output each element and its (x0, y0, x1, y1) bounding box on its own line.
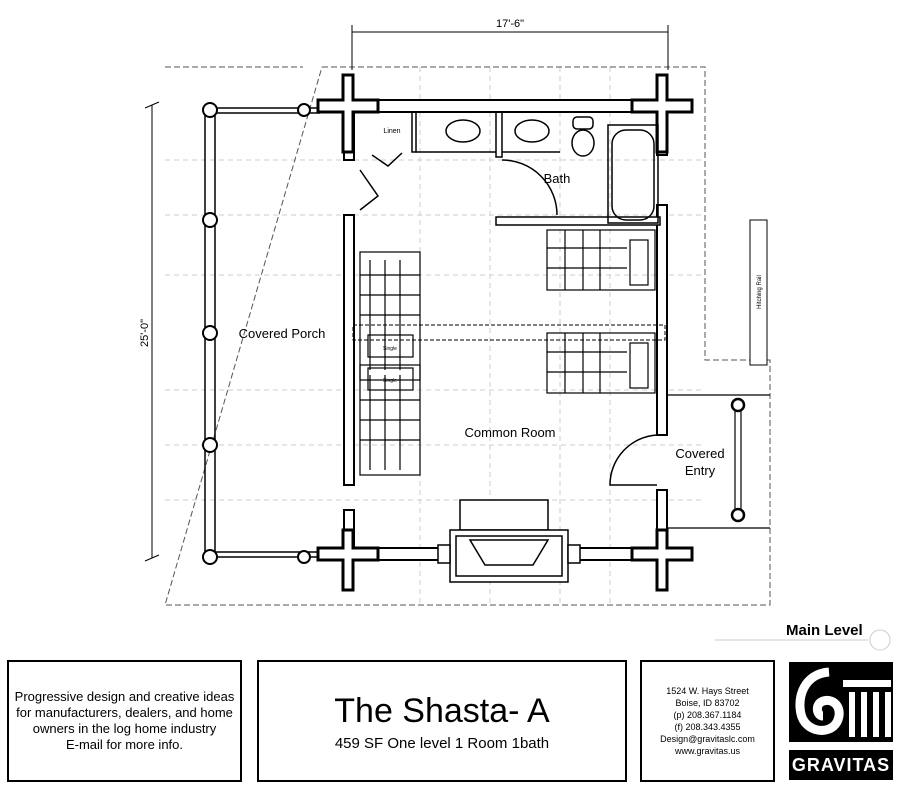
level-marker (869, 629, 891, 651)
contact-panel: 1524 W. Hays Street Boise, ID 83702 (p) … (640, 660, 775, 782)
entry-post (730, 397, 746, 413)
entry-porch (667, 394, 770, 529)
hitching-rail-label: Hitching Rail (757, 275, 763, 309)
common-room-label: Common Room (464, 425, 555, 440)
fireplace (437, 499, 581, 583)
website-link[interactable]: www.gravitas.us (674, 746, 741, 756)
entry-post (730, 507, 746, 523)
log-walls (317, 99, 681, 561)
bath-fixtures (359, 111, 661, 226)
phone-line: (p) 208.367.1184 (673, 710, 742, 720)
promo-line: for manufacturers, dealers, and home (16, 705, 233, 720)
grid-lines (165, 67, 705, 605)
gravitas-logo: GRAVITAS (789, 662, 893, 780)
bed-label: Single (383, 346, 397, 352)
fax-line: (f) 208.343.4355 (674, 722, 741, 732)
porch-columns (202, 102, 311, 565)
width-dimension-label: 17'-6" (496, 18, 524, 30)
email-link[interactable]: Design@gravitaslc.com (660, 734, 755, 744)
promo-line: Progressive design and creative ideas (14, 689, 235, 704)
covered-entry-label: Entry (685, 463, 716, 478)
plan-subtitle: 459 SF One level 1 Room 1bath (334, 734, 550, 752)
bed-label: Single (383, 378, 397, 384)
promo-line: E-mail for more info. (65, 737, 184, 752)
promo-line: owners in the log home industry (32, 721, 217, 736)
hitching-rail (749, 219, 768, 366)
covered-porch-label: Covered Porch (239, 326, 326, 341)
promo-panel: Progressive design and creative ideas fo… (7, 660, 242, 782)
depth-dimension-label: 25'-0" (139, 319, 151, 347)
depth-dimension (144, 101, 160, 562)
log-corners (316, 73, 694, 592)
title-panel: The Shasta- A 459 SF One level 1 Room 1b… (257, 660, 627, 782)
level-title: Main Level (786, 622, 863, 639)
loft-beam (352, 324, 666, 341)
logo-mark-icon (789, 662, 893, 742)
address-line: 1524 W. Hays Street (666, 686, 749, 696)
plan-title: The Shasta- A (334, 691, 550, 730)
roof-outline (164, 66, 771, 606)
entry-door (609, 434, 658, 486)
covered-entry-label: Covered (675, 446, 724, 461)
width-dimension (351, 25, 669, 70)
bath-label: Bath (544, 171, 571, 186)
linen-label: Linen (383, 128, 400, 135)
city-line: Boise, ID 83702 (675, 698, 740, 708)
beds (359, 229, 656, 476)
logo-name: GRAVITAS (789, 750, 893, 780)
